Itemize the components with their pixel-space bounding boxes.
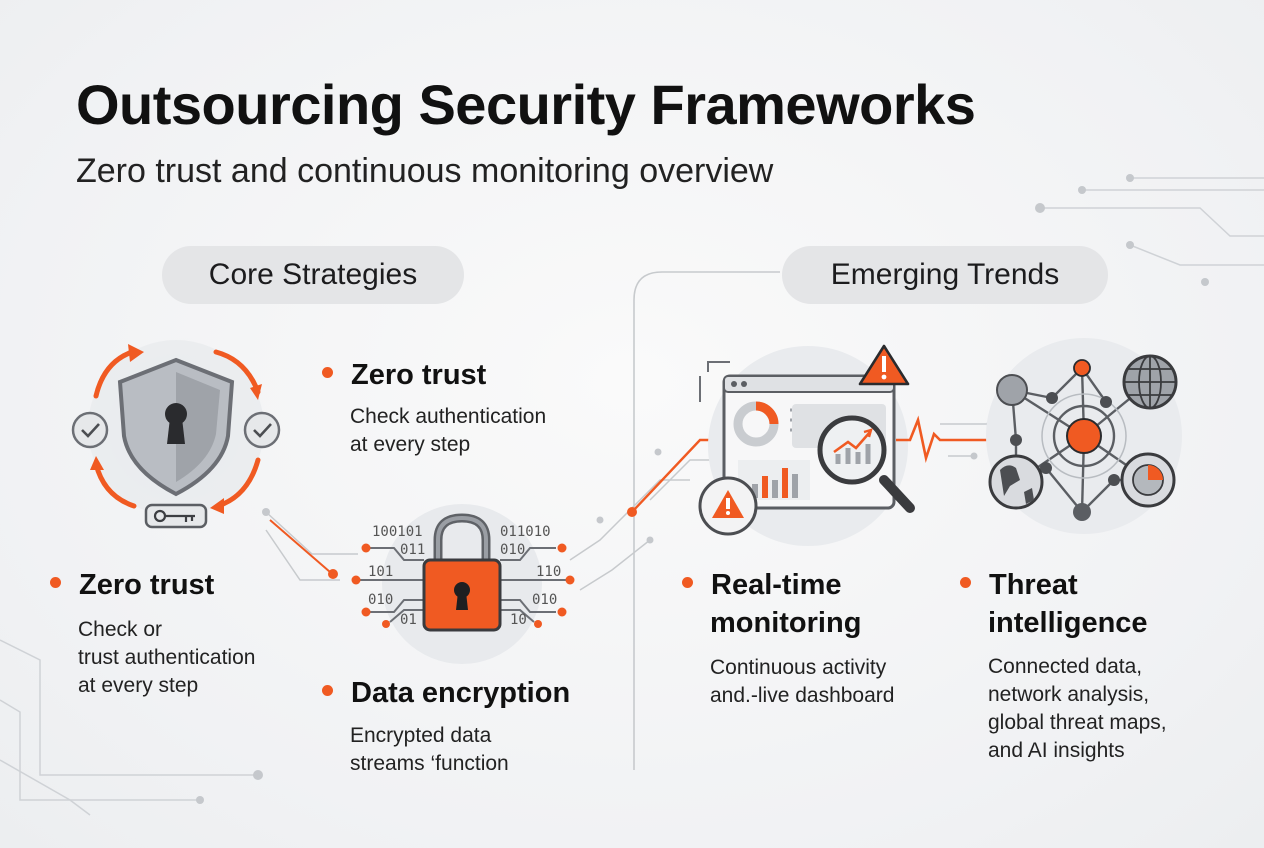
globe-icon [988,454,1044,510]
item-heading-threat-intelligence: Threat intelligence [960,566,1200,642]
globe-icon [1122,354,1178,410]
binary-left-1: 100101 [372,524,423,540]
zero-trust-left-title: Zero trust [79,569,215,601]
warning-icon [698,476,758,536]
page-title: Outsourcing Security Frameworks [76,73,976,136]
padlock-illustration: 100101 011 101 010 01 011010 010 110 010… [351,504,575,664]
bullet-icon [322,366,333,378]
binary-right-5: 10 [510,612,527,628]
item-heading-zero-trust-left: Zero trust [50,566,214,604]
bullet-icon [682,576,693,588]
threat-title-line2: intelligence [988,607,1148,639]
item-heading-data-encryption: Data encryption [322,674,570,712]
page-subtitle: Zero trust and continuous monitoring ove… [76,152,774,190]
bullet-icon [322,684,333,696]
threat-description: Connected data, network analysis, global… [988,655,1167,762]
section-pill-core-strategies: Core Strategies [162,246,464,304]
real-time-description: Continuous activity and.-live dashboard [710,656,895,707]
binary-left-5: 01 [400,612,417,628]
binary-right-4: 010 [532,592,557,608]
real-time-title-line2: monitoring [710,607,862,639]
bullet-icon [960,576,971,588]
zero-trust-top-description: Check authentication at every step [350,405,547,456]
zero-trust-top-title: Zero trust [351,359,487,391]
pie-chart-icon [1120,452,1176,508]
zero-trust-left-description: Check or trust authentication at every s… [78,618,256,697]
binary-left-3: 101 [368,564,393,580]
circuit-lines-top-right [1040,177,1264,266]
binary-right-1: 011010 [500,524,551,540]
item-heading-real-time-monitoring: Real-time monitoring [682,566,942,642]
binary-right-2: 010 [500,542,525,558]
threat-title-line1: Threat [989,569,1078,601]
real-time-title-line1: Real-time [711,569,842,601]
data-encryption-title: Data encryption [351,677,571,709]
warning-icon [858,344,910,386]
check-icon [71,411,109,449]
bullet-icon [50,576,61,588]
check-icon [243,411,281,449]
network-illustration [986,338,1182,534]
section-divider [633,271,780,770]
section-pill-emerging-trends: Emerging Trends [782,246,1108,304]
shield-illustration [71,336,281,529]
circuit-lines-bottom-left [0,639,258,816]
key-icon [144,503,208,529]
dashboard-illustration [698,344,990,546]
item-heading-zero-trust-top: Zero trust [322,356,486,394]
binary-right-3: 110 [536,564,561,580]
data-encryption-description: Encrypted data streams ‘function [350,724,509,775]
binary-left-4: 010 [368,592,393,608]
binary-left-2: 011 [400,542,425,558]
magnifier-icon [817,415,915,513]
